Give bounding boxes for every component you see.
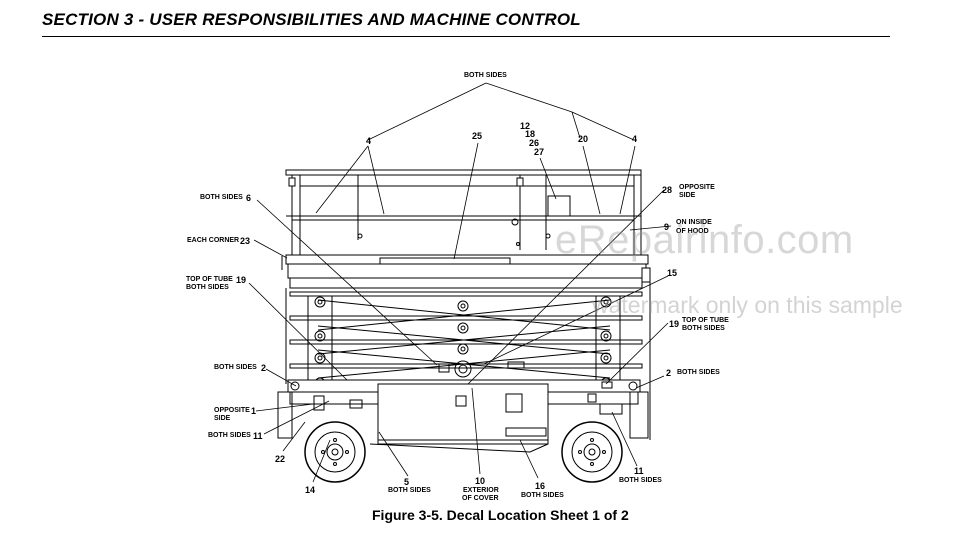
section-title: SECTION 3 - USER RESPONSIBILITIES AND MA… <box>42 10 581 29</box>
label-9: 9 <box>664 222 669 232</box>
scissor-arms <box>285 268 651 440</box>
label-both-sides-5: BOTH SIDES <box>388 487 431 494</box>
label-on-inside: ON INSIDE <box>676 219 712 226</box>
label-2-left: 2 <box>261 363 266 373</box>
label-both-sides-6: BOTH SIDES <box>200 194 243 201</box>
label-27: 27 <box>534 147 544 157</box>
header-rule <box>42 36 890 37</box>
label-both-sides-16: BOTH SIDES <box>521 492 564 499</box>
chassis <box>277 379 649 453</box>
label-of-hood: OF HOOD <box>676 228 709 235</box>
label-4-right: 4 <box>632 134 637 144</box>
rear-wheel <box>304 421 366 483</box>
watermark-site: eRepairinfo.com <box>555 218 854 262</box>
label-26: 26 <box>529 138 539 148</box>
label-side-1: SIDE <box>214 415 231 422</box>
label-15: 15 <box>667 268 677 278</box>
label-14: 14 <box>305 485 315 495</box>
label-of-cover: OF COVER <box>462 495 499 502</box>
label-28: 28 <box>662 185 672 195</box>
label-both-sides-2-left: BOTH SIDES <box>214 364 257 371</box>
label-23: 23 <box>240 236 250 246</box>
label-4-left: 4 <box>366 136 371 146</box>
watermark-sample-note: watermark only on this sample <box>592 292 903 318</box>
label-16: 16 <box>535 481 545 491</box>
label-12: 12 <box>520 121 530 131</box>
label-opposite-28: OPPOSITE <box>679 184 715 191</box>
label-side-28: SIDE <box>679 192 696 199</box>
label-11-right: 11 <box>634 466 644 476</box>
label-25: 25 <box>472 131 482 141</box>
callout-labels: BOTH SIDES 4 25 12 18 26 27 20 4 BOTH SI… <box>186 72 729 502</box>
label-19-left: 19 <box>236 275 246 285</box>
label-both-sides-11-right: BOTH SIDES <box>619 477 662 484</box>
label-both-sides-19-right: BOTH SIDES <box>682 325 725 332</box>
front-wheel <box>561 421 623 483</box>
leader-lines <box>248 82 672 483</box>
label-19-right: 19 <box>669 319 679 329</box>
scissor-lift-drawing <box>277 169 651 483</box>
label-both-sides-19-left: BOTH SIDES <box>186 284 229 291</box>
label-22: 22 <box>275 454 285 464</box>
label-10: 10 <box>475 476 485 486</box>
label-20: 20 <box>578 134 588 144</box>
platform-deck <box>281 254 651 289</box>
label-2-right: 2 <box>666 368 671 378</box>
label-each-corner: EACH CORNER <box>187 237 239 244</box>
label-11-left: 11 <box>253 431 263 441</box>
label-opposite-1: OPPOSITE <box>214 407 250 414</box>
label-5: 5 <box>404 477 409 487</box>
platform-guardrails <box>285 169 642 265</box>
label-both-sides-2-right: BOTH SIDES <box>677 369 720 376</box>
label-both-sides-top: BOTH SIDES <box>464 72 507 79</box>
label-top-of-tube-right: TOP OF TUBE <box>682 317 729 324</box>
figure-caption: Figure 3-5. Decal Location Sheet 1 of 2 <box>372 507 629 523</box>
label-18: 18 <box>525 129 535 139</box>
label-6: 6 <box>246 193 251 203</box>
label-1: 1 <box>251 406 256 416</box>
label-top-of-tube-left: TOP OF TUBE <box>186 276 233 283</box>
label-both-sides-11-left: BOTH SIDES <box>208 432 251 439</box>
label-exterior: EXTERIOR <box>463 487 499 494</box>
